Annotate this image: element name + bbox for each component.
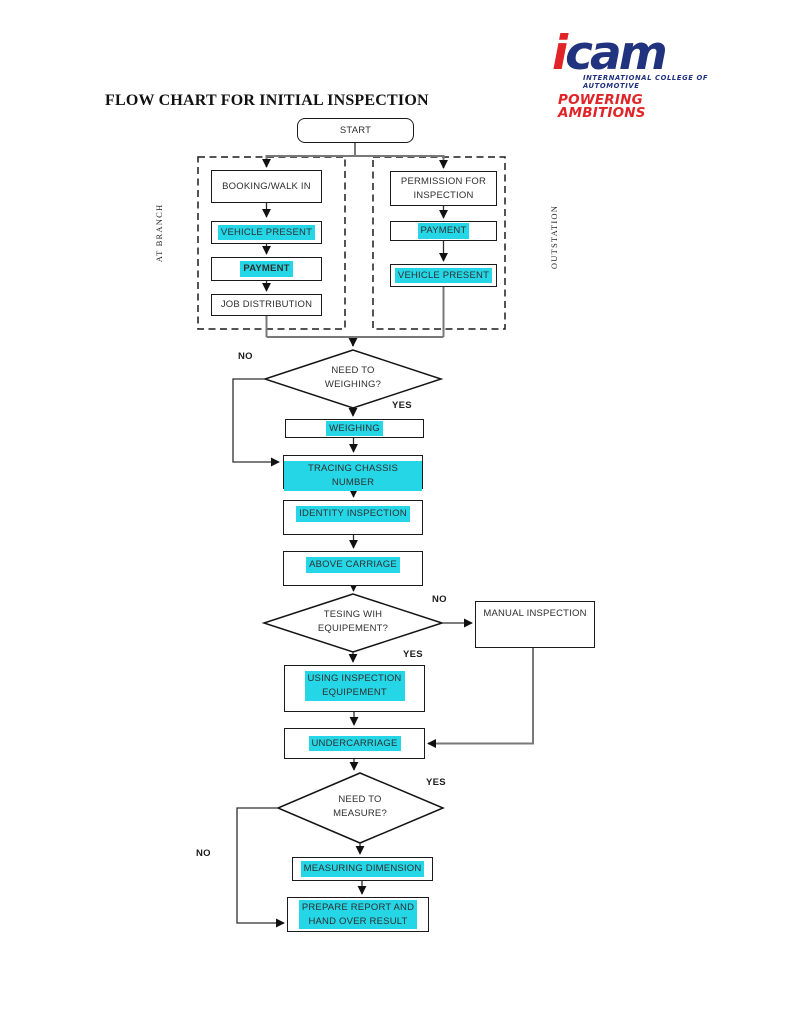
node-prepare-report-label: PREPARE REPORT AND HAND OVER RESULT (298, 899, 418, 930)
node-payment-branch: PAYMENT (211, 257, 322, 281)
icam-logo-subline-2: AUTOMOTIVE (583, 82, 640, 91)
node-prepare-report: PREPARE REPORT AND HAND OVER RESULT (287, 897, 429, 932)
icam-logo-cam: cam (565, 26, 668, 81)
edge-label-measure-yes: YES (426, 777, 446, 788)
icam-logo-subline-1: INTERNATIONAL COLLEGE OF (583, 74, 709, 83)
node-booking-walk-in-label: BOOKING/WALK IN (222, 180, 311, 192)
edge-label-measure-no: NO (196, 848, 211, 859)
node-using-inspection-equipment: USING INSPECTION EQUIPEMENT (284, 665, 425, 712)
node-permission-for-inspection-label: PERMISSION FOR INSPECTION (400, 175, 487, 201)
decision-need-to-weighing-label: NEED TO WEIGHING? (324, 365, 382, 391)
page-title: FLOW CHART FOR INITIAL INSPECTION (105, 92, 429, 109)
edge-label-testing-no: NO (432, 594, 447, 605)
node-undercarriage-label: UNDERCARRIAGE (308, 735, 401, 752)
edge-weighing-no (232, 378, 280, 467)
node-manual-inspection-label: MANUAL INSPECTION (483, 608, 587, 619)
icam-logo-i: i (552, 26, 568, 81)
decision-need-to-measure-label: NEED TO MEASURE? (333, 794, 387, 820)
node-payment-outstation: PAYMENT (390, 221, 497, 241)
edge-label-weighing-yes: YES (392, 400, 412, 411)
lane-label-outstation: OUTSTATION (549, 204, 559, 270)
node-vehicle-present-branch-label: VEHICLE PRESENT (217, 224, 316, 241)
node-start-label: START (339, 124, 372, 136)
node-above-carriage-label: ABOVE CARRIAGE (306, 557, 400, 573)
node-weighing-label: WEIGHING (326, 420, 383, 437)
decision-testing-equipment-label: TESING WIH EQUIPEMENT? (317, 609, 389, 635)
node-permission-for-inspection: PERMISSION FOR INSPECTION (390, 171, 497, 206)
edge-manual-to-undercarriage (427, 648, 534, 748)
node-booking-walk-in: BOOKING/WALK IN (211, 170, 322, 203)
node-measuring-dimension-label: MEASURING DIMENSION (300, 861, 425, 877)
edge-label-weighing-no: NO (238, 351, 253, 362)
node-identity-inspection-label: IDENTITY INSPECTION (296, 506, 410, 522)
node-vehicle-present-outstation: VEHICLE PRESENT (390, 264, 497, 287)
edge-label-testing-yes: YES (403, 649, 423, 660)
icam-logo-tagline: POWERING AMBITIONS (558, 91, 646, 122)
node-payment-outstation-label: PAYMENT (417, 223, 470, 239)
node-vehicle-present-branch: VEHICLE PRESENT (211, 221, 322, 244)
node-manual-inspection: MANUAL INSPECTION (475, 601, 595, 648)
edge-measure-no (236, 807, 285, 928)
lane-label-at-branch: AT BRANCH (154, 203, 164, 263)
node-above-carriage: ABOVE CARRIAGE (283, 551, 423, 586)
icam-logo-wordmark: icam (552, 30, 722, 77)
node-start: START (297, 118, 414, 143)
node-job-distribution: JOB DISTRIBUTION (211, 294, 322, 316)
node-identity-inspection: IDENTITY INSPECTION (283, 500, 423, 535)
node-job-distribution-label: JOB DISTRIBUTION (220, 299, 313, 311)
edge-start-to-booking (262, 155, 355, 168)
node-undercarriage: UNDERCARRIAGE (284, 728, 425, 759)
node-payment-branch-label: PAYMENT (240, 261, 293, 277)
node-measuring-dimension: MEASURING DIMENSION (292, 857, 433, 881)
edge-start-to-permission (355, 155, 448, 169)
icam-logo: icam INTERNATIONAL COLLEGE OF AUTOMOTIVE… (552, 30, 722, 122)
node-weighing: WEIGHING (285, 419, 424, 438)
node-tracing-chassis-number: TRACING CHASSIS NUMBER (283, 455, 423, 491)
node-tracing-chassis-number-label: TRACING CHASSIS NUMBER (284, 461, 422, 491)
node-using-inspection-equipment-label: USING INSPECTION EQUIPEMENT (304, 671, 405, 701)
node-vehicle-present-outstation-label: VEHICLE PRESENT (394, 267, 493, 284)
lane-outstation-outline (372, 156, 506, 330)
